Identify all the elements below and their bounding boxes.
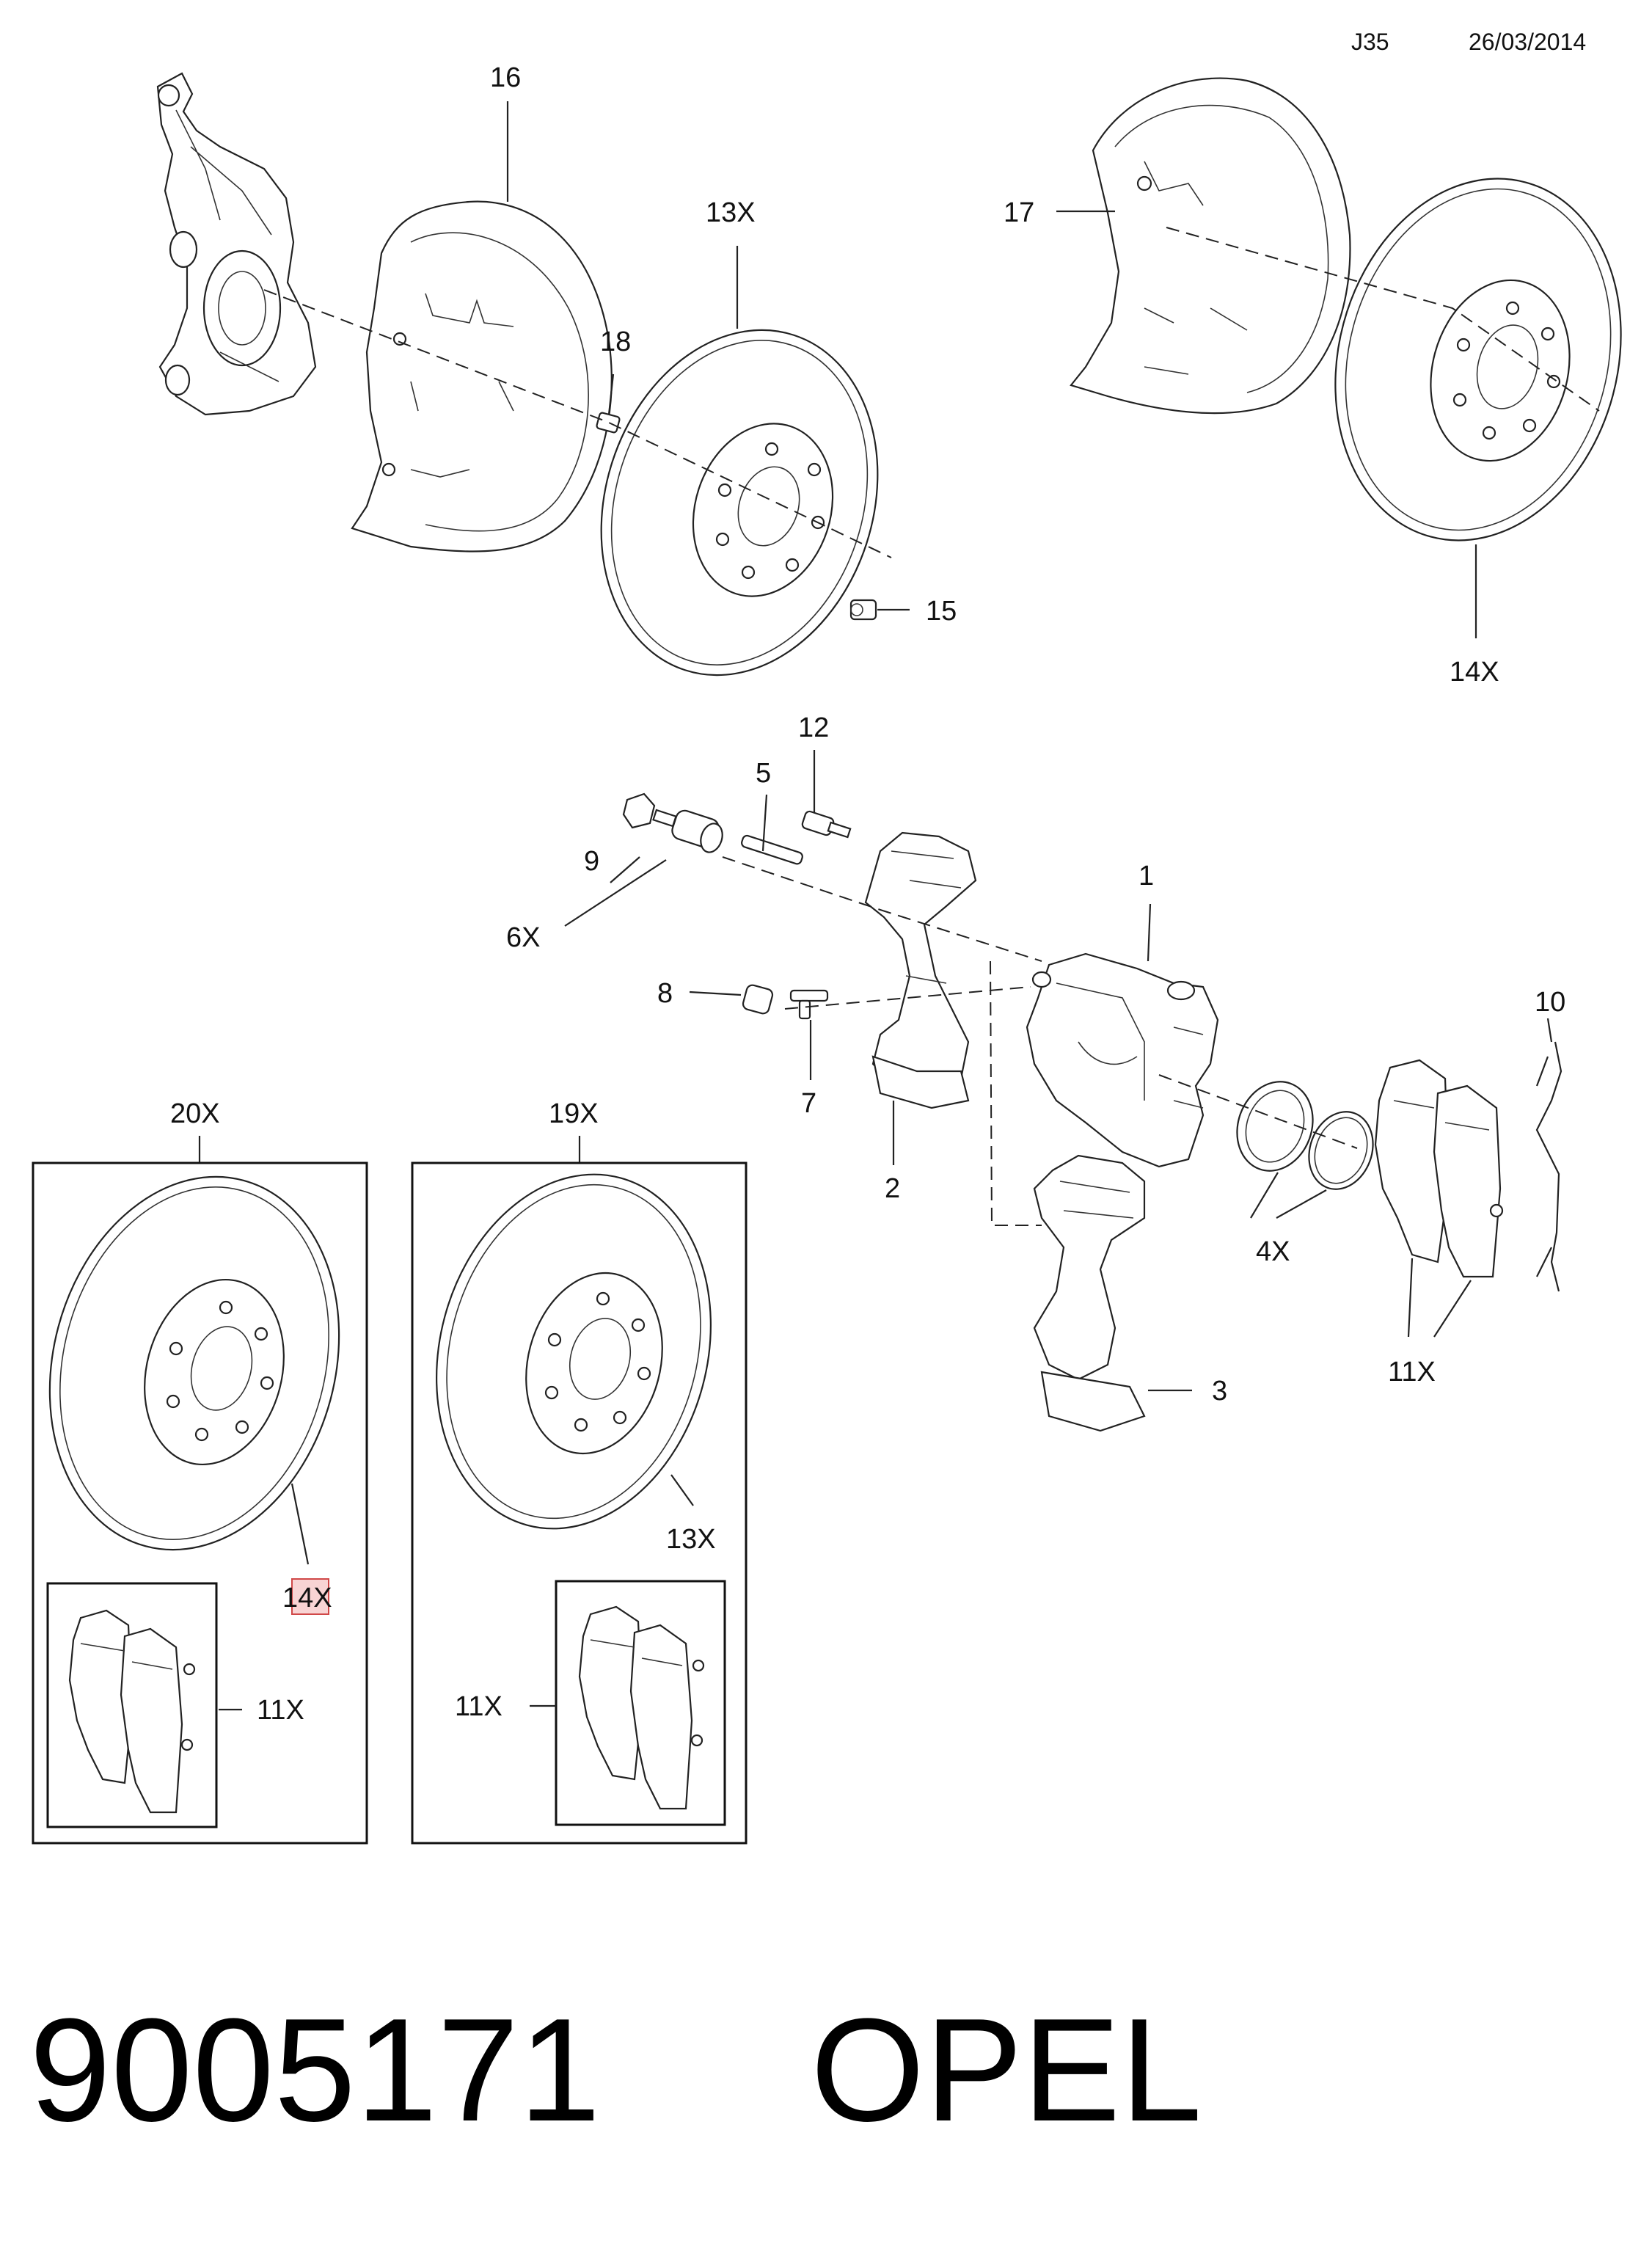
bleeder-12 xyxy=(801,810,852,839)
part-number: 9005171 xyxy=(29,1988,601,2152)
callout-6x: 6X xyxy=(506,922,540,953)
callout-5: 5 xyxy=(756,758,771,789)
kit-19x-pad-box xyxy=(555,1580,726,1826)
caliper-bracket-3 xyxy=(1033,1154,1146,1432)
diagram-date: 26/03/2014 xyxy=(1469,29,1586,55)
callout-15: 15 xyxy=(926,596,957,627)
callout-20x: 20X xyxy=(170,1098,220,1129)
guide-bushing-6 xyxy=(671,809,723,853)
brake-splash-shield-rear xyxy=(1070,77,1351,415)
callout-13x-kit: 13X xyxy=(666,1524,716,1555)
brake-splash-shield-front xyxy=(351,200,613,552)
caliper-bolt-9 xyxy=(622,792,677,829)
kit-19x-frame xyxy=(411,1161,748,1845)
callout-2: 2 xyxy=(885,1173,900,1204)
kit-19x-pads xyxy=(578,1605,705,1810)
brake-disc-rear-top xyxy=(1334,178,1622,541)
callout-19x: 19X xyxy=(549,1098,599,1129)
callout-12: 12 xyxy=(798,712,829,743)
steering-knuckle xyxy=(156,72,317,416)
callout-17: 17 xyxy=(1004,197,1034,228)
kit-20x-pads xyxy=(68,1609,196,1814)
callout-11x-kit20: 11X xyxy=(257,1695,304,1726)
callout-10: 10 xyxy=(1535,987,1565,1018)
callout-13x-top: 13X xyxy=(706,197,756,228)
callout-1: 1 xyxy=(1139,861,1154,891)
brake-pads-11 xyxy=(1374,1059,1504,1278)
brand-name: OPEL xyxy=(811,1988,1202,2152)
piston-seal-4 xyxy=(1236,1081,1374,1190)
bolt-15 xyxy=(849,599,877,621)
cap-8 xyxy=(742,984,774,1015)
kit-19x-disc xyxy=(436,1173,712,1530)
kit-20x: 20X 14X 11X xyxy=(32,1098,368,1845)
bleeder-screw-7 xyxy=(789,989,829,1020)
callout-7: 7 xyxy=(801,1088,816,1119)
callout-18: 18 xyxy=(600,327,631,357)
brake-disc-front-top xyxy=(600,329,879,676)
callout-11x-right: 11X xyxy=(1388,1357,1436,1387)
callout-14x-kit: 14X xyxy=(282,1583,332,1613)
caliper-bracket-2 xyxy=(864,831,977,1109)
assembly-axis-rear xyxy=(1166,227,1600,412)
assembly-axis-caliper xyxy=(722,856,1042,962)
spring-clip-10 xyxy=(1535,1041,1563,1292)
callout-8: 8 xyxy=(657,978,673,1009)
kit-19x: 19X 13X 11X xyxy=(411,1098,748,1845)
callout-11x-kit19: 11X xyxy=(455,1691,502,1722)
kit-20x-pad-box xyxy=(46,1582,218,1828)
callout-16: 16 xyxy=(490,62,521,93)
guide-pin-5 xyxy=(741,834,803,865)
kit-20x-disc xyxy=(48,1175,340,1551)
kit-20x-frame xyxy=(32,1161,368,1845)
callout-9: 9 xyxy=(584,846,599,877)
caliper-housing-1 xyxy=(1026,952,1219,1168)
callout-4x: 4X xyxy=(1256,1236,1290,1267)
callout-3: 3 xyxy=(1212,1376,1227,1407)
bolt-18 xyxy=(596,412,621,434)
callout-14x-top: 14X xyxy=(1450,657,1499,687)
highlight-14x xyxy=(291,1578,329,1615)
assembly-axis-front xyxy=(263,289,892,558)
page-code: J35 xyxy=(1351,29,1389,55)
